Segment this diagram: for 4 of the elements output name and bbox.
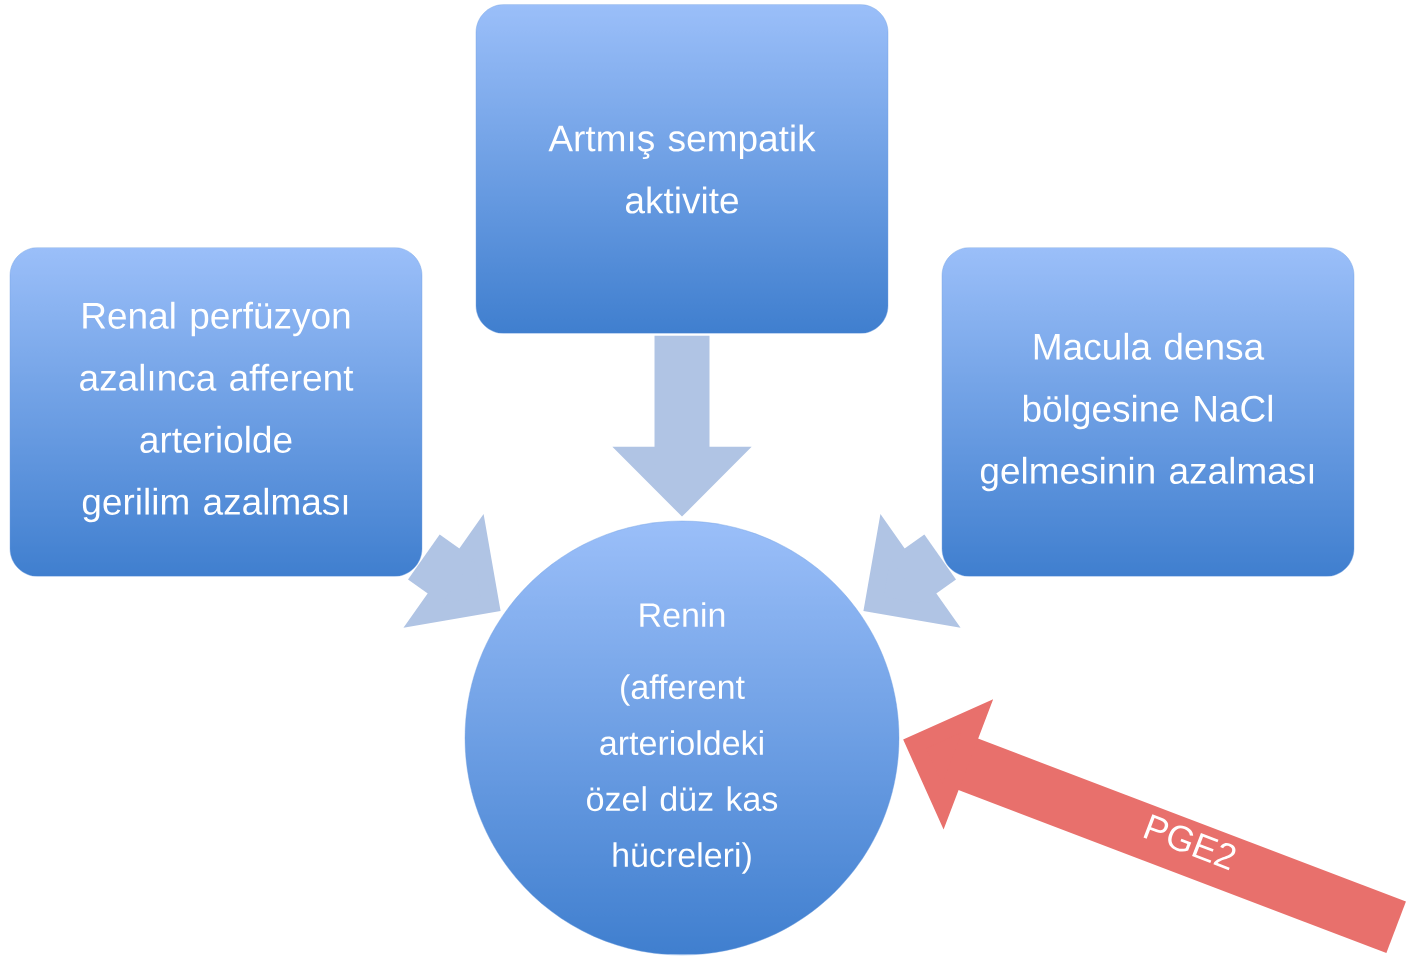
edge-label: PGE2 — [1143, 814, 1236, 871]
process-box: Renal perfüzyon azalınca afferent arteriolde gerilim azalması — [9, 247, 423, 577]
process-box: Macula densa bölgesine NaCl gelmesinin azalması — [941, 247, 1355, 577]
process-box: Artmış sempatik aktivite — [475, 4, 889, 334]
